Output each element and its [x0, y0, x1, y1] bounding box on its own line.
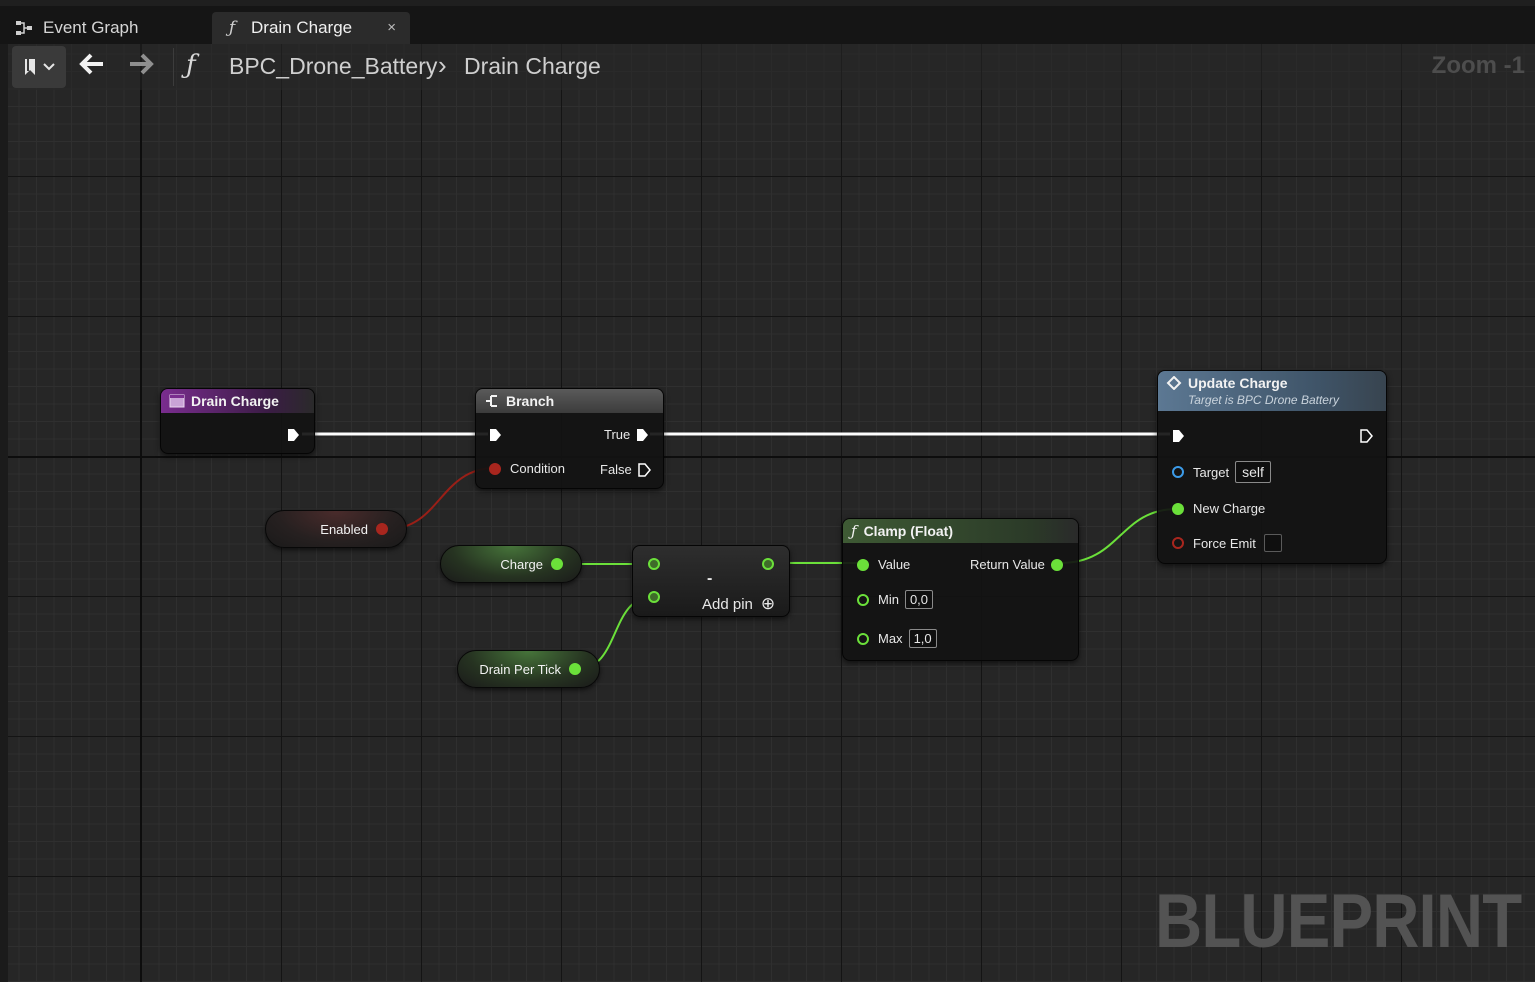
node-title: Update Charge	[1188, 375, 1288, 391]
node-header: Drain Charge	[161, 389, 314, 413]
exec-input-pin[interactable]	[1172, 429, 1185, 443]
clamp-max-input-pin[interactable]: Max 1,0	[857, 629, 937, 648]
pin-label: True	[604, 427, 631, 442]
breadcrumb-chevron-right-icon: ›	[438, 50, 447, 80]
max-value-field[interactable]: 1,0	[908, 629, 937, 648]
bookmark-icon	[25, 59, 35, 75]
target-value-field[interactable]: self	[1235, 461, 1271, 483]
variable-label: Charge	[500, 556, 543, 572]
node-header: ƒ Clamp (Float)	[843, 519, 1078, 543]
drain-per-tick-variable-getter[interactable]: Drain Per Tick	[457, 650, 600, 688]
clamp-value-input-pin[interactable]: Value	[857, 557, 910, 572]
variable-label: Enabled	[320, 521, 368, 537]
close-icon[interactable]: ×	[387, 19, 396, 36]
bool-pin-icon	[1172, 537, 1184, 549]
float-pin-icon	[857, 632, 869, 645]
node-title: Drain Charge	[191, 393, 279, 409]
function-icon: ƒ	[851, 522, 857, 540]
graph-icon	[14, 18, 34, 38]
breadcrumb-function[interactable]: Drain Charge	[464, 53, 601, 79]
breadcrumb-blueprint[interactable]: BPC_Drone_Battery	[229, 53, 438, 79]
node-subtitle: Target is BPC Drone Battery	[1188, 393, 1339, 407]
subtract-symbol: -	[707, 570, 713, 587]
function-icon: ƒ	[186, 50, 196, 80]
bookmark-dropdown-button[interactable]	[12, 46, 66, 88]
clamp-min-input-pin[interactable]: Min 0,0	[857, 590, 934, 609]
pin-label: Force Emit	[1193, 535, 1256, 551]
condition-input-pin[interactable]: Condition	[489, 461, 565, 476]
pin-label: False	[600, 462, 632, 477]
subtract-input-b-pin[interactable]	[648, 591, 660, 603]
bool-output-pin[interactable]	[376, 523, 388, 535]
subtract-node[interactable]: - Add pin ⊕	[632, 545, 790, 617]
back-arrow-icon[interactable]	[79, 52, 105, 80]
function-entry-icon	[169, 394, 185, 408]
true-output-pin[interactable]: True	[604, 427, 649, 442]
pin-label: New Charge	[1193, 501, 1266, 516]
blueprint-watermark: BLUEPRINT	[1155, 879, 1522, 964]
function-call-icon	[1166, 376, 1182, 390]
node-title: Branch	[506, 393, 555, 409]
chevron-down-icon	[43, 63, 55, 71]
pin-label: Condition	[510, 461, 565, 476]
canvas-left-edge	[0, 44, 8, 982]
exec-input-pin[interactable]	[489, 428, 502, 442]
new-charge-input-pin[interactable]: New Charge	[1172, 501, 1265, 516]
exec-output-pin[interactable]	[1360, 429, 1373, 443]
float-pin-icon	[1172, 502, 1184, 515]
enabled-variable-getter[interactable]: Enabled	[265, 510, 407, 548]
add-pin-icon: ⊕	[760, 594, 776, 613]
toolbar-divider	[173, 48, 174, 86]
branch-icon	[486, 395, 497, 407]
exec-output-pin[interactable]	[287, 428, 300, 442]
update-charge-node[interactable]: Update Charge Target is BPC Drone Batter…	[1157, 370, 1387, 564]
tab-label: Event Graph	[43, 18, 139, 37]
target-input-pin[interactable]: Target self	[1172, 461, 1271, 483]
branch-node[interactable]: Branch True Condition False	[475, 388, 664, 489]
variable-label: Drain Per Tick	[479, 661, 561, 677]
bool-pin-icon	[489, 462, 501, 475]
charge-variable-getter[interactable]: Charge	[440, 545, 582, 583]
tab-event-graph[interactable]: Event Graph	[14, 12, 210, 44]
pin-label: Target	[1193, 464, 1230, 480]
document-tab-bar: Event Graph ƒ Drain Charge ×	[0, 0, 1535, 44]
subtract-output-pin[interactable]	[762, 558, 774, 570]
function-icon: ƒ	[228, 18, 236, 38]
clamp-return-value-pin[interactable]: Return Value	[970, 557, 1063, 572]
float-output-pin[interactable]	[551, 558, 563, 570]
pin-label: Min	[878, 592, 899, 607]
float-pin-icon	[857, 558, 869, 571]
graph-toolbar: ƒ BPC_Drone_Battery › Drain Charge Zoom …	[8, 44, 1535, 90]
pin-label: Value	[878, 557, 911, 572]
add-pin-label: Add pin	[702, 595, 753, 613]
float-pin-icon	[857, 593, 869, 606]
canvas-origin-axis-vertical	[140, 44, 142, 982]
add-pin-button[interactable]: Add pin ⊕	[702, 594, 775, 614]
tab-label: Drain Charge	[251, 18, 353, 37]
node-header: Branch	[476, 389, 663, 413]
exec-output-false-icon	[638, 462, 651, 477]
tab-drain-charge[interactable]: ƒ Drain Charge ×	[212, 12, 410, 44]
object-pin-icon	[1172, 466, 1184, 478]
zoom-level: Zoom -1	[1431, 52, 1525, 79]
exec-output-true-icon	[637, 428, 649, 441]
node-header: Update Charge Target is BPC Drone Batter…	[1158, 371, 1386, 411]
float-pin-icon	[1050, 558, 1063, 571]
subtract-input-a-pin[interactable]	[648, 558, 660, 570]
force-emit-input-pin[interactable]: Force Emit	[1172, 534, 1282, 552]
node-title: Clamp (Float)	[863, 523, 954, 539]
clamp-float-node[interactable]: ƒ Clamp (Float) Value Return Value Min 0…	[842, 518, 1079, 661]
canvas-origin-axis-horizontal	[8, 456, 1535, 458]
false-output-pin[interactable]: False	[600, 462, 651, 477]
float-output-pin[interactable]	[569, 663, 581, 675]
pin-label: Max	[878, 631, 903, 646]
pin-label: Return Value	[970, 557, 1045, 572]
function-entry-node[interactable]: Drain Charge	[160, 388, 315, 454]
min-value-field[interactable]: 0,0	[904, 590, 934, 609]
forward-arrow-icon[interactable]	[128, 52, 154, 80]
force-emit-checkbox[interactable]	[1263, 534, 1282, 552]
